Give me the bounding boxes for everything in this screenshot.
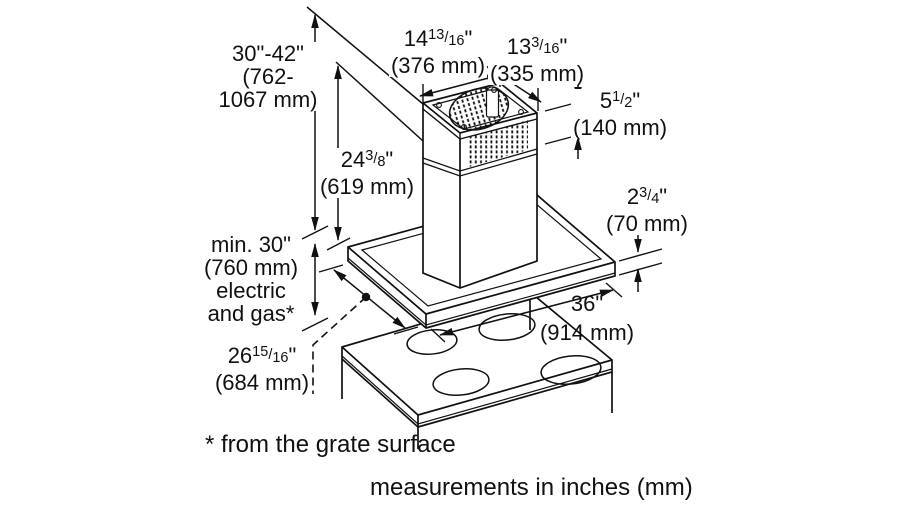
- damper-tab: [485, 89, 500, 118]
- units-note: measurements in inches (mm): [370, 474, 693, 501]
- dim-inches: 2615/16": [227, 343, 297, 368]
- dim-mm: (619 mm): [319, 174, 415, 199]
- burner-back-left: [406, 329, 458, 355]
- label-upper-section-height: 51/2" (140 mm): [570, 88, 670, 140]
- screw-hole: [518, 109, 524, 115]
- ceiling-line-lower: [335, 61, 424, 142]
- dim-mm: (684 mm): [214, 370, 310, 395]
- footnote: * from the grate surface: [205, 431, 456, 458]
- dim-inches: 243/8": [340, 147, 394, 172]
- extension-tick: [605, 282, 623, 298]
- ceiling-reference-lines: [306, 6, 424, 142]
- dim-note: and gas*: [207, 301, 295, 326]
- extension-tick: [618, 248, 663, 262]
- dim-line-canopy-width: [439, 289, 614, 336]
- dim-mm: (762-: [242, 64, 294, 89]
- extension-tick: [430, 328, 446, 343]
- dim-mm: (760 mm): [203, 255, 299, 280]
- dim-mm: (914 mm): [539, 320, 635, 345]
- dim-inches: 51/2": [599, 88, 641, 113]
- dim-inches: min. 30": [211, 232, 291, 257]
- label-top-width: 1413/16" (376 mm): [388, 26, 488, 78]
- label-ceiling-height: 30"-42" (762- 1067 mm): [216, 41, 320, 112]
- label-min-clearance: min. 30" (760 mm) electric and gas*: [201, 232, 301, 326]
- dim-inches: 1413/16": [403, 26, 473, 51]
- dim-inches: 23/4": [626, 184, 668, 209]
- dim-inches: 36": [570, 291, 604, 316]
- label-canopy-depth: 2615/16" (684 mm): [212, 343, 312, 395]
- dim-inches: 30"-42": [232, 41, 304, 66]
- dim-mm: (70 mm): [606, 211, 688, 236]
- telescope-seam: [422, 148, 538, 172]
- screw-hole: [461, 124, 467, 130]
- extension-tick: [301, 317, 329, 332]
- dim-mm: (140 mm): [572, 115, 668, 140]
- telescope-seam: [422, 153, 538, 177]
- extension-tick: [618, 262, 663, 276]
- screw-hole: [436, 102, 442, 108]
- dim-mm: (376 mm): [390, 53, 486, 78]
- extension-tick: [301, 225, 329, 240]
- louver-vent: [469, 120, 528, 167]
- label-top-depth: 133/16" (335 mm): [487, 34, 587, 86]
- leader-line: [312, 296, 367, 394]
- cooktop-lip-line: [341, 355, 613, 425]
- extension-tick: [326, 237, 351, 251]
- dim-note: electric: [216, 278, 286, 303]
- extension-tick: [318, 264, 344, 273]
- chimney-duct-cover: [422, 82, 538, 289]
- dim-mm: (335 mm): [489, 61, 585, 86]
- dim-mm: 1067 mm): [218, 87, 318, 112]
- extension-tick: [393, 326, 419, 335]
- burner-front-left: [432, 367, 490, 397]
- label-canopy-edge-height: 23/4" (70 mm): [604, 185, 690, 235]
- burner-front-right: [540, 354, 602, 386]
- label-canopy-width: 36" (914 mm): [540, 292, 634, 344]
- dim-inches: 133/16": [506, 34, 568, 59]
- ceiling-line-upper: [306, 6, 424, 105]
- label-chimney-height: 243/8" (619 mm): [317, 147, 417, 199]
